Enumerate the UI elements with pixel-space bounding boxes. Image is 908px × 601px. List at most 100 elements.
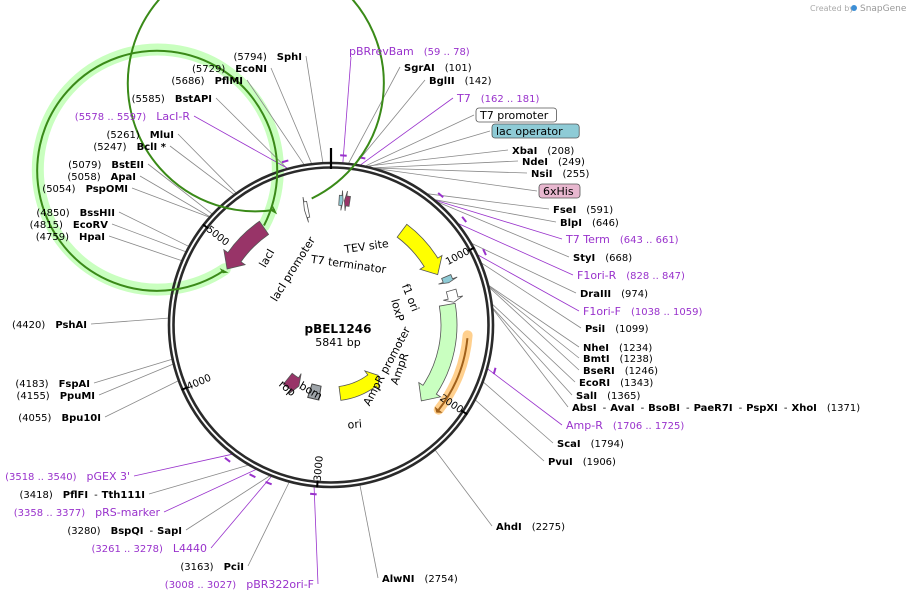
site-t7-term[interactable]: T7 Term(643 .. 661) [565, 233, 679, 246]
primer-bind-mark [281, 159, 289, 164]
leader-line [177, 133, 237, 193]
site-hpai[interactable]: (4759)HpaI [36, 232, 105, 243]
site-ecori[interactable]: EcoRI(1343) [579, 378, 653, 389]
site-name: NheI [583, 343, 609, 354]
site-sali[interactable]: SalI(1365) [576, 391, 640, 402]
feature-label-ori: ori [347, 417, 362, 431]
ampR-orf-arrow-icon [434, 406, 443, 413]
site-pflmi[interactable]: (5686)PflMI [171, 76, 243, 87]
leader-line [98, 363, 173, 396]
primer-pos: (59 .. 78) [424, 47, 470, 58]
site-name: PspXI [746, 403, 778, 414]
site-pgex-3[interactable]: (3518 .. 3540)pGEX 3' [5, 470, 130, 483]
site-ndei[interactable]: NdeI(249) [522, 157, 585, 168]
site-name: MluI [150, 130, 174, 141]
site-6xhis[interactable]: 6xHis [538, 183, 581, 199]
primer-label: pBRrevBam(59 .. 78) [349, 45, 470, 58]
site-apai[interactable]: (5058)ApaI [67, 172, 136, 183]
feature-label-laci-promoter: lacI promoter [268, 234, 318, 304]
site-pos: (646) [592, 218, 619, 229]
site-name: AvaI [610, 403, 634, 414]
site-label: (4759)HpaI [36, 232, 105, 243]
site-ppumi[interactable]: (4155)PpuMI [16, 391, 95, 402]
plasmid-name: pBEL1246 [305, 322, 372, 336]
primer-name: F1ori-R [577, 269, 617, 282]
site-nsii[interactable]: NsiI(255) [531, 169, 589, 180]
site-pflfi-tth111i[interactable]: (3418)PflFI-Tth111I [20, 490, 146, 501]
leader-line [193, 115, 288, 169]
site-absi-avai-bsobi-paer7i-pspxi-xhoi[interactable]: AbsI-AvaI-BsoBI-PaeR7I-PspXI-XhoI(1371) [572, 403, 860, 414]
feature-label-tev-site: TEV site [343, 237, 390, 256]
leader-line [270, 67, 312, 164]
site-pbr322ori-f[interactable]: (3008 .. 3027)pBR322ori-F [165, 578, 314, 591]
tick-mark-3000 [316, 480, 319, 488]
site-label: NdeI(249) [522, 157, 585, 168]
site-pspomi[interactable]: (5054)PspOMI [42, 184, 128, 195]
site-pos: (1099) [615, 324, 648, 335]
site-nhei[interactable]: NheI(1234) [583, 343, 652, 354]
site-econi[interactable]: (5729)EcoNI [192, 64, 267, 75]
site-sgrai[interactable]: SgrAI(101) [404, 63, 472, 74]
lacI-orf-arc [36, 49, 279, 292]
site-pos: (4055) [18, 413, 51, 424]
site-bpu10i[interactable]: (4055)Bpu10I [18, 413, 101, 424]
site-label: (5686)PflMI [171, 76, 243, 87]
leader-line [458, 223, 574, 276]
site-sphi[interactable]: (5794)SphI [234, 52, 302, 63]
leader-line [492, 308, 573, 396]
site-label: (4183)FspAI [15, 379, 90, 390]
site-name: PflFI [63, 490, 88, 501]
feature-loxp [438, 274, 458, 285]
site-name: AlwNI [382, 574, 415, 585]
site-alwni[interactable]: AlwNI(2754) [382, 574, 458, 585]
site-ahdi[interactable]: AhdI(2275) [496, 522, 565, 533]
site-name: BspQI [111, 526, 144, 537]
site-ecorv[interactable]: (4815)EcoRV [30, 220, 109, 231]
leader-line [246, 79, 305, 165]
feature-label-loxp: loxP [388, 297, 406, 323]
site-label: (5585)BstAPI [132, 94, 212, 105]
site-pbrrevbam[interactable]: pBRrevBam(59 .. 78) [349, 45, 470, 58]
site-mlui[interactable]: (5261)MluI [107, 130, 174, 141]
site-l4440[interactable]: (3261 .. 3278)L4440 [91, 542, 207, 555]
site-bsshii[interactable]: (4850)BssHII [36, 208, 115, 219]
sep: - [686, 403, 690, 414]
site-fspai[interactable]: (4183)FspAI [15, 379, 90, 390]
site-bspqi-sapi[interactable]: (3280)BspQI-SapI [67, 526, 182, 537]
site-name: StyI [573, 253, 595, 264]
site-name: BsoBI [648, 403, 680, 414]
site-bmti[interactable]: BmtI(1238) [583, 354, 653, 365]
site-styi[interactable]: StyI(668) [573, 253, 632, 264]
site-psii[interactable]: PsiI(1099) [585, 324, 649, 335]
site-prs-marker[interactable]: (3358 .. 3377)pRS-marker [14, 506, 161, 519]
site-pshai[interactable]: (4420)PshAI [12, 320, 87, 331]
site-label: (5247)BclI * [93, 142, 166, 153]
site-amp-r[interactable]: Amp-R(1706 .. 1725) [566, 419, 684, 432]
site-name: FspAI [59, 379, 90, 390]
leader-line [313, 487, 319, 585]
site-laci-r[interactable]: (5578 .. 5597)LacI-R [75, 110, 191, 123]
site-pvui[interactable]: PvuI(1906) [548, 457, 616, 468]
site-fsei[interactable]: FseI(591) [553, 205, 613, 216]
leader-line [210, 476, 272, 549]
site-xbai[interactable]: XbaI(208) [512, 146, 574, 157]
site-bsteii[interactable]: (5079)BstEII [68, 160, 144, 171]
leader-line [483, 381, 554, 444]
site-scai[interactable]: ScaI(1794) [557, 439, 624, 450]
site-pos: (4815) [30, 220, 63, 231]
site-blpi[interactable]: BlpI(646) [560, 218, 619, 229]
leader-line [427, 193, 550, 210]
site-t7[interactable]: T7(162 .. 181) [456, 92, 540, 105]
site-bcli[interactable]: (5247)BclI * [93, 142, 166, 153]
site-bglii[interactable]: BglII(142) [429, 76, 492, 87]
site-f1ori-f[interactable]: F1ori-F(1038 .. 1059) [583, 305, 702, 318]
site-t7-promoter[interactable]: T7 promoter [475, 107, 557, 123]
site-pcii[interactable]: (3163)PciI [180, 562, 244, 573]
sep: - [641, 403, 645, 414]
site-bstapi[interactable]: (5585)BstAPI [132, 94, 212, 105]
site-f1ori-r[interactable]: F1ori-R(828 .. 847) [577, 269, 685, 282]
site-bseri[interactable]: BseRI(1246) [583, 366, 658, 377]
site-draiii[interactable]: DraIII(974) [580, 289, 648, 300]
site-lac-operator[interactable]: lac operator [491, 123, 580, 139]
site-name: NsiI [531, 169, 552, 180]
